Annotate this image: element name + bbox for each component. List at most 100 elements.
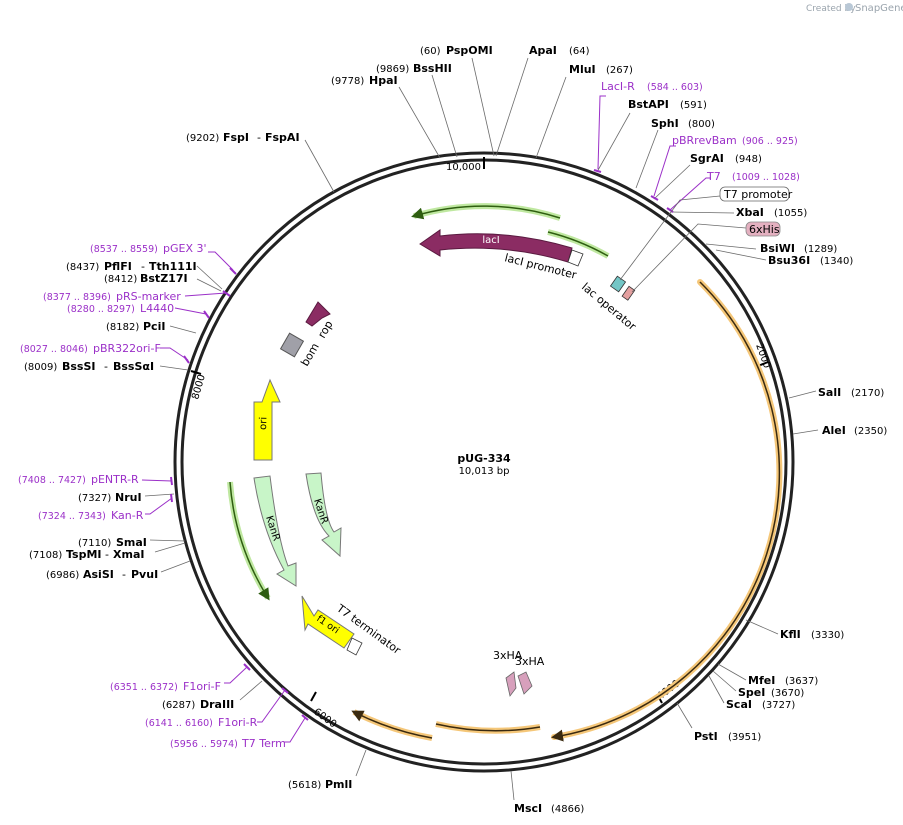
primer-name: pBR322ori-F [93,342,161,355]
feature-f1-ori[interactable] [301,595,355,649]
enzyme-pos: (7110) [78,538,111,549]
primer-range: (8377 .. 8396) [43,292,111,303]
orf-green-left [229,481,270,601]
svg-text:-: - [105,548,109,561]
enzyme-name: XbaI [736,206,764,219]
primer-range: (7324 .. 7343) [38,511,106,522]
enzyme-pos: (9202) [186,133,219,144]
enzyme-name: Bsu36I [768,254,810,267]
primer-range: (8280 .. 8297) [67,304,135,315]
enzyme-pos: (9778) [331,76,364,87]
enzyme-pos: (8009) [24,362,57,373]
enzyme-name: PflFI [104,260,132,273]
enzyme-pos: (800) [688,119,715,130]
enzyme-name: PmlI [325,778,352,791]
enzyme-name: XmaI [113,548,144,561]
feature-rop [305,301,331,327]
enzyme-name: ScaI [726,698,752,711]
feature-kanr-2[interactable] [305,472,342,558]
backbone-outer [173,151,795,773]
enzyme-pos: (8412) [104,274,137,285]
t7-promoter-box [719,186,790,202]
primer-range: (906 .. 925) [742,136,798,147]
his-tag-label: 6xHis [749,223,780,236]
enzyme-name: FspI [223,131,249,144]
enzyme-name: DraIII [200,698,234,711]
orf-green-right [547,231,609,257]
enzyme-name: MscI [514,802,542,815]
feature-lacI-label: lacI [482,235,499,246]
primer-name: T7 Term [241,737,286,750]
enzyme-pos: (3330) [811,630,844,641]
primer-name: pENTR-R [91,473,139,486]
enzyme-pos: (64) [569,46,590,57]
feature-rop-label: rop [315,318,335,340]
enzyme-pos: (8182) [106,322,139,333]
enzyme-name: TspMI [66,548,102,561]
enzyme-name: KflI [780,628,801,641]
primer-name: F1ori-F [183,680,221,693]
plasmid-center-label: pUG-334 10,013 bp [457,452,511,477]
orf-arcs [351,279,783,742]
enzyme-labels: (60) PspOMI ApaI (64) (9869) BssHII (977… [24,44,887,815]
enzyme-pos: (7108) [29,550,62,561]
primer-range: (5956 .. 5974) [170,739,238,750]
snapgene-logo-icon [845,3,853,11]
feature-kanr-1[interactable] [253,475,297,587]
enzyme-pos: (7327) [78,493,111,504]
enzyme-pos: (948) [735,154,762,165]
features: lacI lacI promoter lac operator rop bom … [253,229,639,697]
enzyme-name: MfeI [748,674,775,687]
enzyme-name: ApaI [529,44,557,57]
orf-arc-1 [551,281,781,742]
enzyme-name: BsiWI [760,242,795,255]
snapgene-credit: Created by SnapGene [806,3,903,14]
enzyme-name: PstI [694,730,718,743]
his-tag-box [745,221,781,237]
enzyme-name: NruI [115,491,142,504]
primer-name: LacI-R [601,80,635,93]
orf-arc-3-highlight [352,709,433,741]
enzyme-pos: (9869) [376,64,409,75]
enzyme-pos: (6287) [162,700,195,711]
orf-arc-1-highlight [551,279,783,740]
feature-kanr-2-label: KanR [311,498,329,526]
enzyme-name: SphI [651,117,679,130]
plasmid-size: 10,013 bp [459,466,510,477]
tick-8000 [190,370,202,375]
primer-name: T7 [706,170,721,183]
enzyme-name: BstAPI [628,98,669,111]
enzyme-pos: (6986) [46,570,79,581]
enzyme-pos: (2170) [851,388,884,399]
enzyme-pos: (591) [680,100,707,111]
svg-text:-: - [257,131,261,144]
enzyme-pos: (8437) [66,262,99,273]
primer-labels: LacI-R (584 .. 603) pBRrevBam (906 .. 92… [18,80,800,750]
enzyme-pos: (3727) [762,700,795,711]
feature-3xha-1 [505,671,517,697]
primer-range: (7408 .. 7427) [18,475,86,486]
primer-range: (6141 .. 6160) [145,718,213,729]
tick-label-10000: 10,000 [446,162,481,173]
enzyme-name: AsiSI [83,568,114,581]
primer-name: Kan-R [111,509,144,522]
enzyme-name: PvuI [131,568,158,581]
feature-ori[interactable] [253,378,281,461]
enzyme-pos: (60) [420,46,441,57]
feature-ori-label: ori [258,417,269,430]
credit-created-by: Created by [806,4,856,14]
primer-range: (8027 .. 8046) [20,344,88,355]
feature-lacI-promoter-box [567,249,584,267]
enzyme-pos: (267) [606,65,633,76]
feature-t7-terminator-box [346,637,363,656]
enzyme-pos: (3670) [771,688,804,699]
feature-his-tag-box [621,285,636,301]
feature-lac-operator [609,275,627,293]
enzyme-name: MluI [569,63,596,76]
orf-arc-2 [435,723,541,732]
enzyme-name: BssSαI [113,360,154,373]
boxed-feature-leaders [619,195,747,293]
primer-name: pGEX 3' [163,242,207,255]
enzyme-pos: (3951) [728,732,761,743]
enzyme-leader-lines [144,57,819,801]
